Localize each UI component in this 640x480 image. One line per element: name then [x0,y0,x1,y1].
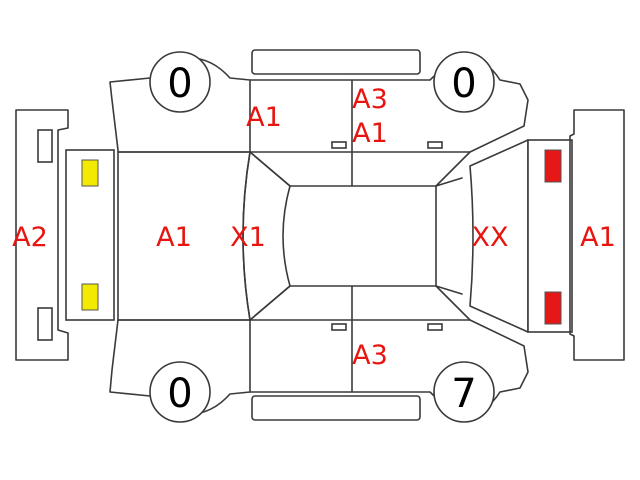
rear-pillar-bottom [435,285,471,321]
tire-rear-left [433,51,495,113]
roof-outline [289,185,437,287]
door-handle-front-top [331,141,347,149]
code-left-front-fender: A1 [246,102,282,133]
rear-lamp-top-icon [544,149,562,183]
tire-front-right-value: 0 [167,371,192,417]
code-right-rear-door: A3 [352,340,388,371]
roof-inner [249,151,291,321]
tire-rear-left-value: 0 [451,61,476,107]
front-lamp-bottom-icon [81,283,99,311]
rear-lamp-bottom-icon [544,291,562,325]
code-left-rear-door-lower: A1 [352,118,388,149]
rear-glass-outline [469,139,529,333]
front-bumper-slot-top [37,129,53,163]
moulding-top [251,49,421,75]
front-bumper-outline [15,109,69,361]
door-handle-front-bottom [331,323,347,331]
tire-front-left [149,51,211,113]
code-hood: A1 [156,222,192,253]
front-bumper-slot-bottom [37,307,53,341]
code-windshield: X1 [230,222,266,253]
tire-rear-right [433,361,495,423]
rear-pillar-top [435,151,471,187]
code-left-rear-door-upper: A3 [352,84,388,115]
front-lamp-top-icon [81,159,99,187]
code-front-bumper: A2 [12,222,48,253]
code-rear-glass: XX [472,222,509,253]
moulding-bottom [251,395,421,421]
code-rear-bumper: A1 [580,222,616,253]
tire-front-right [149,361,211,423]
door-handle-rear-bottom [427,323,443,331]
tire-rear-right-value: 7 [451,371,476,417]
rear-bumper-outline [569,109,625,361]
door-handle-rear-top [427,141,443,149]
tire-front-left-value: 0 [167,61,192,107]
